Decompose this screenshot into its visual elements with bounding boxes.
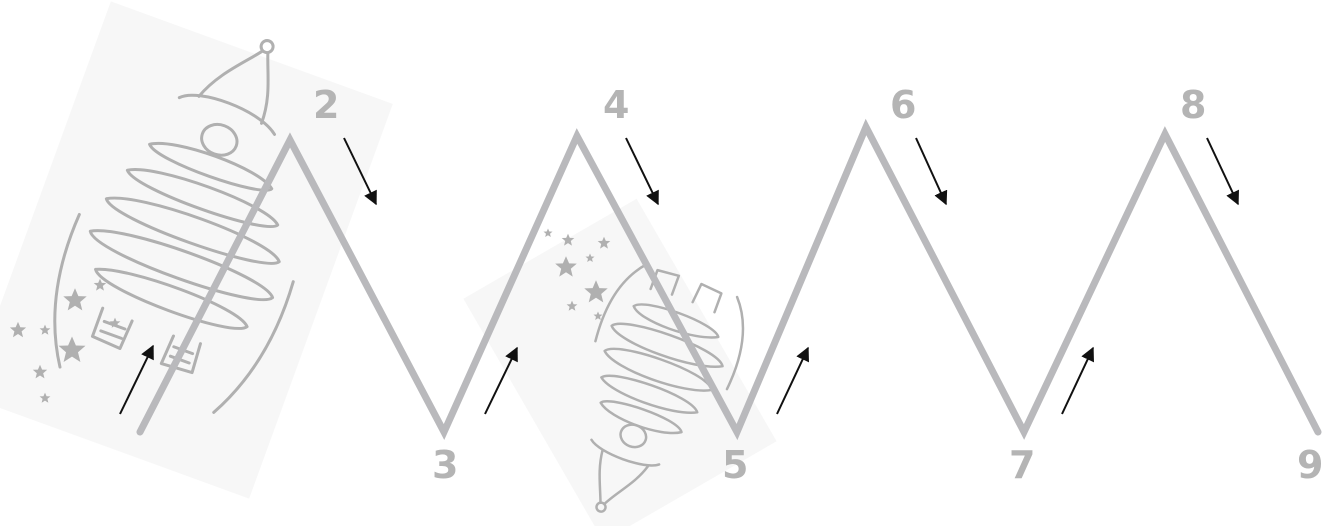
arrow-icon-down-4 [1207,138,1238,204]
vertex-label-3: 3 [432,446,458,484]
vertex-label-6: 6 [890,86,916,124]
arrow-icon-down-2 [626,138,658,204]
vertex-label-7: 7 [1009,446,1035,484]
arrow-icon-up-3 [777,348,808,414]
arrow-icon-up-4 [1062,348,1093,414]
vertex-label-4: 4 [603,86,629,124]
arrow-icon-down-3 [916,138,946,204]
vertex-label-5: 5 [722,446,748,484]
vertex-label-2: 2 [313,86,339,124]
vertex-label-9: 9 [1297,446,1323,484]
vertex-label-8: 8 [1180,86,1206,124]
rocket-drawing-left [0,0,393,499]
